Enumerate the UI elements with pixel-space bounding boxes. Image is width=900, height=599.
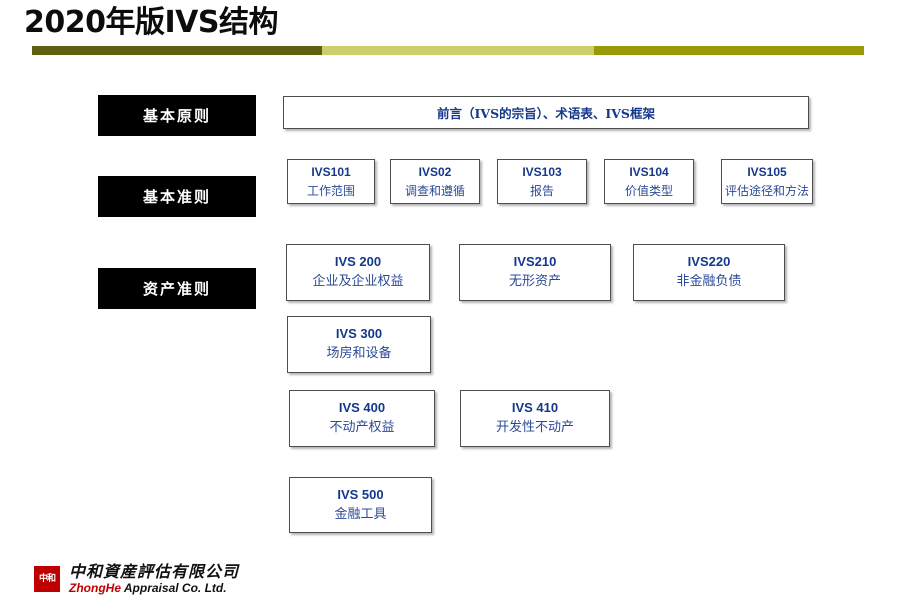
- standard-box-ivs105[interactable]: IVS105 评估途径和方法: [721, 159, 813, 204]
- company-seal-icon: 中和: [34, 566, 60, 592]
- standard-name: 无形资产: [508, 274, 561, 289]
- standard-name: 评估途径和方法: [724, 183, 809, 198]
- standard-name: 金融工具: [334, 506, 387, 522]
- standard-box-ivs210[interactable]: IVS210 无形资产: [459, 244, 611, 301]
- standard-code: IVS 410: [511, 400, 559, 415]
- standard-box-ivs103[interactable]: IVS103 报告: [497, 159, 587, 204]
- standard-name: 调查和遵循: [404, 183, 465, 198]
- standard-code: IVS 300: [335, 326, 383, 341]
- company-suffix-en: Appraisal Co. Ltd.: [121, 581, 227, 595]
- company-name-block: 中和資産評估有限公司 ZhongHe Appraisal Co. Ltd.: [69, 563, 239, 595]
- standard-name: 场房和设备: [326, 346, 392, 361]
- standard-box-ivs500[interactable]: IVS 500 金融工具: [289, 477, 432, 533]
- standard-box-ivs101[interactable]: IVS101 工作范围: [287, 159, 375, 204]
- standard-code: IVS101: [311, 164, 351, 179]
- company-brand-en: ZhongHe: [69, 581, 121, 595]
- standard-name: 企业及企业权益: [312, 274, 404, 289]
- divider-segment-gold: [594, 46, 864, 55]
- standard-code: IVS210: [513, 254, 557, 269]
- page-title: 2020年版IVS结构: [24, 5, 278, 40]
- standard-code: IVS 500: [337, 486, 384, 502]
- standard-code: IVS02: [418, 164, 452, 179]
- standard-box-ivs02[interactable]: IVS02 调查和遵循: [390, 159, 480, 204]
- standard-code: IVS104: [629, 164, 669, 179]
- preface-box[interactable]: 前言（IVS的宗旨）、术语表、IVS框架: [283, 96, 809, 129]
- standard-name: 报告: [529, 183, 554, 198]
- company-name-cn: 中和資産評估有限公司: [69, 562, 240, 581]
- standard-name: 非金融负债: [676, 274, 742, 289]
- standard-box-ivs220[interactable]: IVS220 非金融负债: [633, 244, 785, 301]
- standard-code: IVS105: [747, 164, 787, 179]
- divider-segment-light: [322, 46, 594, 55]
- section-label-basic-principles: 基本原则: [98, 95, 256, 136]
- standard-name: 工作范围: [306, 183, 355, 198]
- preface-text: 前言（IVS的宗旨）、术语表、IVS框架: [437, 106, 655, 121]
- standard-code: IVS 200: [334, 254, 382, 269]
- divider-segment-dark: [32, 46, 322, 55]
- footer-logo: 中和 中和資産評估有限公司 ZhongHe Appraisal Co. Ltd.: [34, 563, 239, 595]
- company-name-en: ZhongHe Appraisal Co. Ltd.: [69, 581, 239, 595]
- standard-code: IVS220: [687, 254, 731, 269]
- standard-code: IVS 400: [338, 400, 386, 415]
- standard-name: 开发性不动产: [495, 420, 574, 435]
- standard-box-ivs300[interactable]: IVS 300 场房和设备: [287, 316, 431, 373]
- standard-code: IVS103: [522, 164, 562, 179]
- standard-name: 价值类型: [624, 183, 673, 198]
- standard-box-ivs410[interactable]: IVS 410 开发性不动产: [460, 390, 610, 447]
- section-label-general-standards: 基本准则: [98, 176, 256, 217]
- section-label-asset-standards: 资产准则: [98, 268, 256, 309]
- standard-box-ivs104[interactable]: IVS104 价值类型: [604, 159, 694, 204]
- standard-name: 不动产权益: [329, 420, 395, 435]
- standard-box-ivs400[interactable]: IVS 400 不动产权益: [289, 390, 435, 447]
- standard-box-ivs200[interactable]: IVS 200 企业及企业权益: [286, 244, 430, 301]
